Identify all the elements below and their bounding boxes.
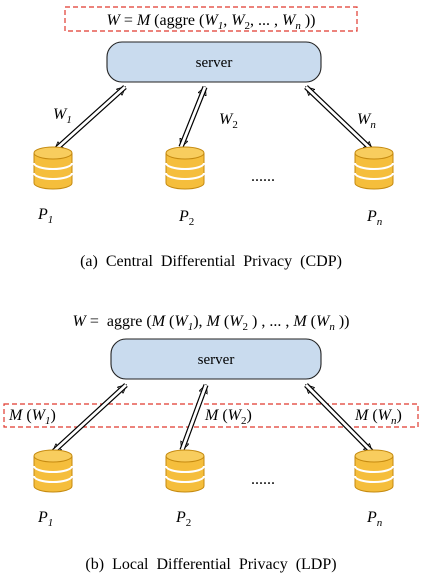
arrow-pn-server [304, 383, 374, 454]
edge-label-w2: W2 [219, 111, 238, 131]
server-label: server [196, 55, 233, 71]
ldp-panel: W = aggre (M (W1), M (W2 ) , ... , M (Wn… [3, 313, 419, 573]
formula-highlight-box [64, 6, 358, 32]
mechanism-label-w1: M (W1) [8, 407, 56, 427]
edge-label-w1: W1 [53, 106, 72, 126]
mechanism-highlight-box [3, 403, 419, 428]
caption-ldp: (b) Local Differential Privacy (LDP) [85, 556, 336, 573]
edge-label-wn: Wn [357, 111, 376, 131]
participant-label-p2: P2 [178, 208, 194, 228]
ellipsis: ...... [251, 168, 275, 185]
participant-label-p1: P1 [37, 509, 53, 529]
arrow-pn-server [304, 85, 374, 152]
cdp-formula: W = M (aggre (W1, W2, ... , Wn )) [106, 12, 315, 32]
database-icon [33, 449, 73, 493]
arrow-p1-server [53, 85, 127, 152]
database-icon [354, 449, 394, 493]
database-icon [354, 146, 394, 190]
ellipsis: ...... [251, 471, 275, 488]
database-icon [165, 146, 205, 190]
ldp-formula: W = aggre (M (W1), M (W2 ) , ... , M (Wn… [73, 313, 350, 333]
database-icon [33, 146, 73, 190]
participant-label-p1: P1 [37, 206, 53, 226]
server-box [106, 41, 322, 83]
participant-label-pn: Pn [366, 509, 383, 529]
mechanism-label-wn: M (Wn) [354, 407, 402, 427]
server-label: server [198, 352, 235, 368]
caption-cdp: (a) Central Differential Privacy (CDP) [80, 253, 342, 270]
arrow-p1-server [51, 383, 128, 454]
server-box [110, 338, 322, 380]
arrow-p2-server [179, 385, 209, 450]
arrow-p2-server [178, 87, 208, 147]
database-icon [165, 449, 205, 493]
mechanism-label-w2: M (W2) [204, 407, 252, 427]
cdp-panel: W = M (aggre (W1, W2, ... , Wn )) server… [33, 6, 394, 270]
participant-label-pn: Pn [366, 208, 383, 228]
participant-label-p2: P2 [175, 509, 191, 529]
